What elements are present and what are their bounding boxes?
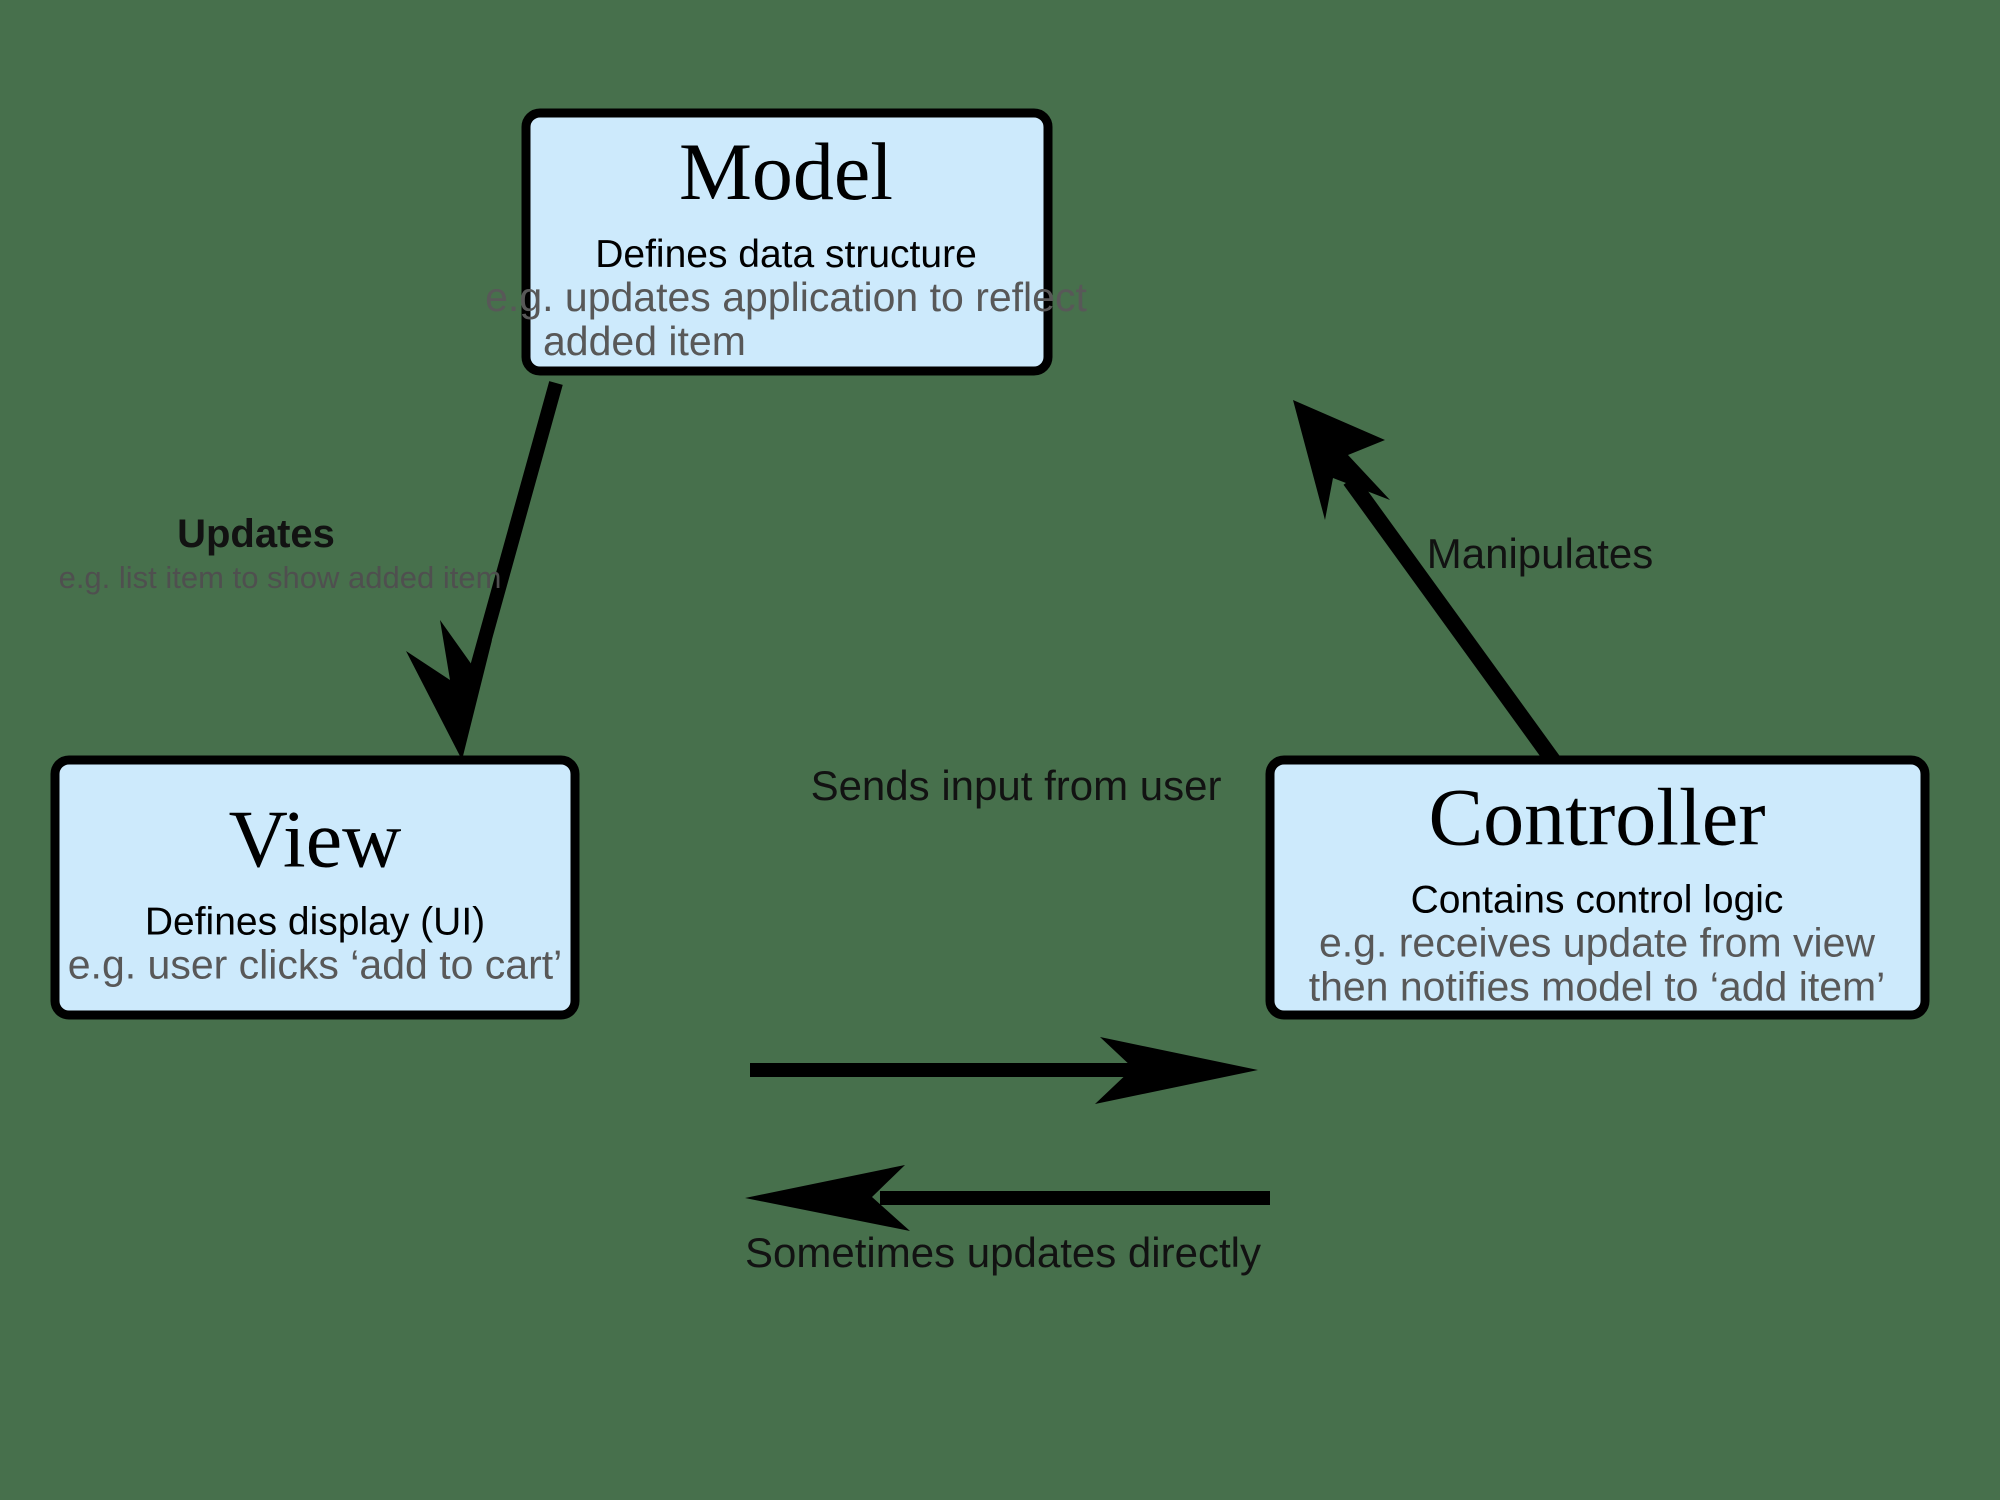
node-model-subtitle: Defines data structure [595, 233, 977, 276]
node-controller-box[interactable] [1265, 755, 1930, 1020]
node-model-box[interactable] [521, 108, 1053, 376]
node-controller-example-line-1: e.g. receives update from view [1319, 920, 1875, 966]
edge-controller-to-view-arrowhead [745, 1165, 910, 1231]
node-model-title: Model [679, 126, 893, 217]
node-view-title: View [229, 794, 402, 885]
node-controller-subtitle: Contains control logic [1411, 879, 1784, 922]
node-controller[interactable]: Controller Contains control logic e.g. r… [1265, 755, 1930, 1020]
node-model[interactable]: Model Defines data structure e.g. update… [485, 108, 1087, 376]
node-model-example-line-1: e.g. updates application to reflect [485, 274, 1087, 320]
node-view-example-line-1: e.g. user clicks ‘add to cart’ [68, 942, 562, 988]
node-controller-example-line-2: then notifies model to ‘add item’ [1309, 964, 1886, 1010]
edge-model-to-view-line [467, 381, 563, 680]
edge-label-manipulates: Manipulates [1427, 530, 1653, 577]
edge-controller-to-model-line [1343, 475, 1567, 775]
edge-label-view-to-controller: Sends input from user [811, 762, 1222, 809]
node-view-box[interactable] [50, 755, 580, 1020]
edge-label-sends-input: Sends input from user [811, 762, 1222, 809]
edge-controller-to-model [1293, 400, 1567, 775]
edge-view-to-controller [750, 1037, 1258, 1104]
node-model-example-line-2: added item [543, 318, 746, 364]
node-view[interactable]: View Defines display (UI) e.g. user clic… [50, 755, 580, 1020]
edge-label-controller-to-view: Sometimes updates directly [745, 1229, 1261, 1276]
edge-sublabel-updates: e.g. list item to show added item [59, 560, 502, 595]
edge-label-controller-to-model: Manipulates [1427, 530, 1653, 577]
edge-model-to-view [406, 381, 563, 760]
edge-controller-to-view [745, 1165, 1270, 1231]
node-controller-title: Controller [1428, 772, 1765, 863]
node-view-subtitle: Defines display (UI) [145, 901, 485, 944]
edge-view-to-controller-arrowhead [1095, 1037, 1258, 1104]
edge-label-updates: Updates [177, 512, 335, 556]
edge-model-to-view-arrowhead [406, 620, 492, 760]
edge-label-model-to-view: Updates e.g. list item to show added ite… [59, 512, 502, 595]
edge-controller-to-model-arrowhead [1293, 400, 1390, 520]
edge-label-sometimes-updates: Sometimes updates directly [745, 1229, 1261, 1276]
